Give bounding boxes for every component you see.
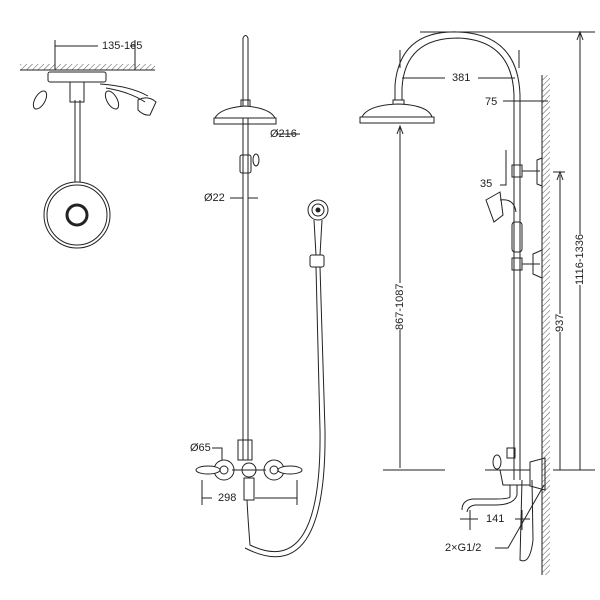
dim-bracket-height: 937 — [554, 313, 566, 332]
dim-arm-reach: 381 — [452, 72, 471, 84]
dim-handle-diameter: Ø65 — [190, 442, 211, 454]
front-view — [195, 35, 329, 558]
shower-head-top-icon — [43, 181, 111, 249]
wall-hatch — [542, 75, 550, 575]
wall-hatch — [20, 64, 155, 70]
dim-head-height: 867-1087 — [394, 283, 406, 330]
dim-spout-length: 141 — [486, 513, 505, 525]
dim-wall-offset: 75 — [485, 96, 498, 108]
dim-head-diameter: Ø216 — [270, 128, 297, 140]
dim-bracket-offset: 35 — [480, 178, 493, 190]
top-view — [20, 40, 157, 249]
dim-total-height: 1116-1336 — [574, 234, 586, 285]
dim-top-width: 135-165 — [102, 40, 143, 52]
side-view — [359, 30, 595, 575]
dim-rail-diameter: Ø22 — [204, 192, 225, 204]
dim-mixer-width: 298 — [218, 492, 237, 504]
label-connection: 2×G1/2 — [445, 542, 482, 554]
